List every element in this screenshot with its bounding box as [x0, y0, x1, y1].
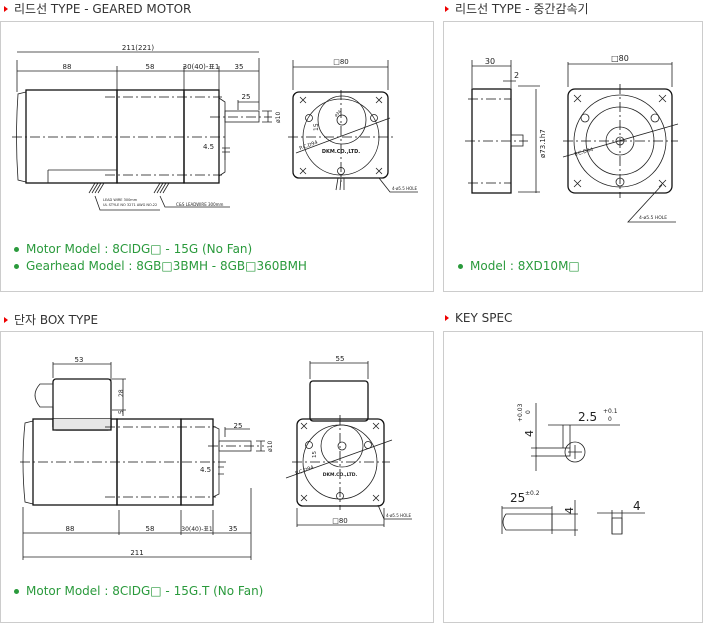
bullet-dot-icon: [14, 246, 19, 252]
dim-shaft-dia: ø10: [275, 112, 282, 123]
geared-motor-front-view: □80 DKM.CO.,LTD. 4-ø5.5 HOLE P.C.D94 ø34…: [288, 58, 418, 193]
box-motor-model-item: Motor Model : 8CIDG□ - 15G.T (No Fan): [14, 584, 263, 598]
dim-shaft-length: 25: [234, 422, 243, 430]
dim-offset: 4.5: [203, 143, 214, 151]
dim-total: 211(221): [122, 44, 154, 52]
dim-middle: 58: [146, 525, 155, 533]
bullet-arrow-icon: [445, 5, 449, 12]
brand-label: DKM.CO.,LTD.: [322, 149, 360, 155]
dim-gap: 2: [514, 71, 519, 80]
bullet-text: Motor Model : 8CIDG□ - 15G (No Fan): [26, 242, 253, 256]
section-title-text: 리드선 TYPE - 중간감속기: [455, 2, 589, 16]
section-title-intermediate-reducer: 리드선 TYPE - 중간감속기: [445, 0, 589, 17]
dim-shaft: 35: [235, 63, 244, 71]
brand-label: DKM.CO.,LTD.: [323, 472, 358, 478]
key-height: 4: [523, 430, 536, 437]
bullet-text: Gearhead Model : 8GB□3BMH - 8GB□360BMH: [26, 259, 307, 273]
dim-motor: 88: [66, 525, 75, 533]
bullet-arrow-icon: [445, 315, 449, 321]
section-title-text: KEY SPEC: [455, 311, 513, 325]
bullet-text: Model : 8XD10M□: [470, 259, 580, 273]
dim-box-gap: 5: [118, 410, 125, 414]
section-title-key-spec: KEY SPEC: [445, 311, 512, 325]
dim-offset: 4.5: [200, 466, 211, 474]
cs-lead-wire-label: C&S LEADWIRE 300mm: [176, 202, 224, 207]
bullet-dot-icon: [14, 588, 19, 594]
dim-front-width: □80: [332, 517, 348, 525]
keyway-depth-tol-upper: +0.1: [603, 408, 618, 415]
section-title-text: 리드선 TYPE - GEARED MOTOR: [14, 2, 192, 16]
terminal-box-front-view: 55 □80 DKM.CO.,LTD. 4-ø5.5 HOLE P.C.D94 …: [285, 355, 412, 527]
dim-front-width: □80: [611, 54, 629, 63]
hole-label: 4-ø5.5 HOLE: [392, 186, 417, 191]
geared-motor-side-view: 211(221) 88 58 30(40)-표1 35 25 ø10 4.5 L…: [12, 44, 282, 211]
section-title-terminal-box: 단자 BOX TYPE: [4, 311, 98, 328]
keyway-depth-tol-lower: 0: [608, 416, 612, 423]
keyway-depth: 2.5: [578, 410, 597, 424]
key-length-tol: ±0.2: [525, 490, 540, 497]
panel-geared-motor: [0, 21, 434, 292]
dim-gear: 30(40)-표1: [181, 526, 213, 533]
dim-box-front: 55: [336, 355, 345, 363]
dim-shaft-dia: ø10: [267, 441, 274, 452]
key-width: 4: [633, 499, 641, 513]
hole-label: 4-ø5.5 HOLE: [639, 215, 667, 221]
pcd-label: P.C.D94: [299, 140, 319, 152]
reducer-front-view: □80 P.C.D94 4-ø5.5 HOLE: [562, 54, 679, 223]
boss-dia-label: ø34: [333, 109, 342, 118]
bullet-dot-icon: [458, 263, 463, 269]
bullet-text: Motor Model : 8CIDG□ - 15G.T (No Fan): [26, 584, 264, 598]
key-height-tol-lower: 0: [525, 410, 532, 414]
dim-box-width: 53: [75, 356, 84, 364]
dim-width: 30: [485, 57, 495, 66]
key-thickness: 4: [563, 507, 576, 514]
motor-model-item: Motor Model : 8CIDG□ - 15G (No Fan): [14, 242, 252, 256]
pcd-label: P.C.D94: [574, 147, 594, 158]
dim-shaft-length: 25: [242, 93, 251, 101]
gearhead-model-item: Gearhead Model : 8GB□3BMH - 8GB□360BMH: [14, 259, 307, 273]
reducer-side-view: 30 2 ø73.1h7: [465, 57, 547, 194]
dim-front-width: □80: [333, 58, 349, 66]
key-height-tol-upper: +0.03: [517, 403, 524, 422]
dim-motor: 88: [63, 63, 72, 71]
lead-wire-label: LEAD WIRE 300mm: [103, 198, 138, 202]
panel-terminal-box: [0, 331, 434, 623]
dim-total: 211: [130, 549, 143, 557]
key-spec-drawing: 4 +0.03 0 2.5 +0.1 0 25 ±0.2 4 4: [501, 403, 645, 536]
dim-shaft: 35: [229, 525, 238, 533]
dim-gear: 30(40)-표1: [183, 63, 220, 71]
dim-15: 15: [313, 123, 320, 131]
dim-middle: 58: [146, 63, 155, 71]
section-title-text: 단자 BOX TYPE: [14, 313, 99, 327]
bullet-arrow-icon: [4, 5, 8, 12]
bullet-arrow-icon: [4, 316, 8, 323]
section-title-geared-motor: 리드선 TYPE - GEARED MOTOR: [4, 0, 191, 17]
dim-box-height: 28: [118, 389, 125, 397]
bullet-dot-icon: [14, 263, 19, 269]
dim-15: 15: [312, 451, 318, 458]
terminal-box-side-view: 53 28 5 88 58 30(40)-표1 35 211 25 ø10 4.…: [20, 356, 274, 560]
key-length: 25: [510, 491, 525, 505]
hole-label: 4-ø5.5 HOLE: [386, 513, 411, 518]
dim-dia: ø73.1h7: [539, 129, 547, 158]
reducer-model-item: Model : 8XD10M□: [458, 259, 580, 273]
lead-wire-spec: UL STYLE NO 3271 AWG NO.22: [103, 203, 157, 207]
